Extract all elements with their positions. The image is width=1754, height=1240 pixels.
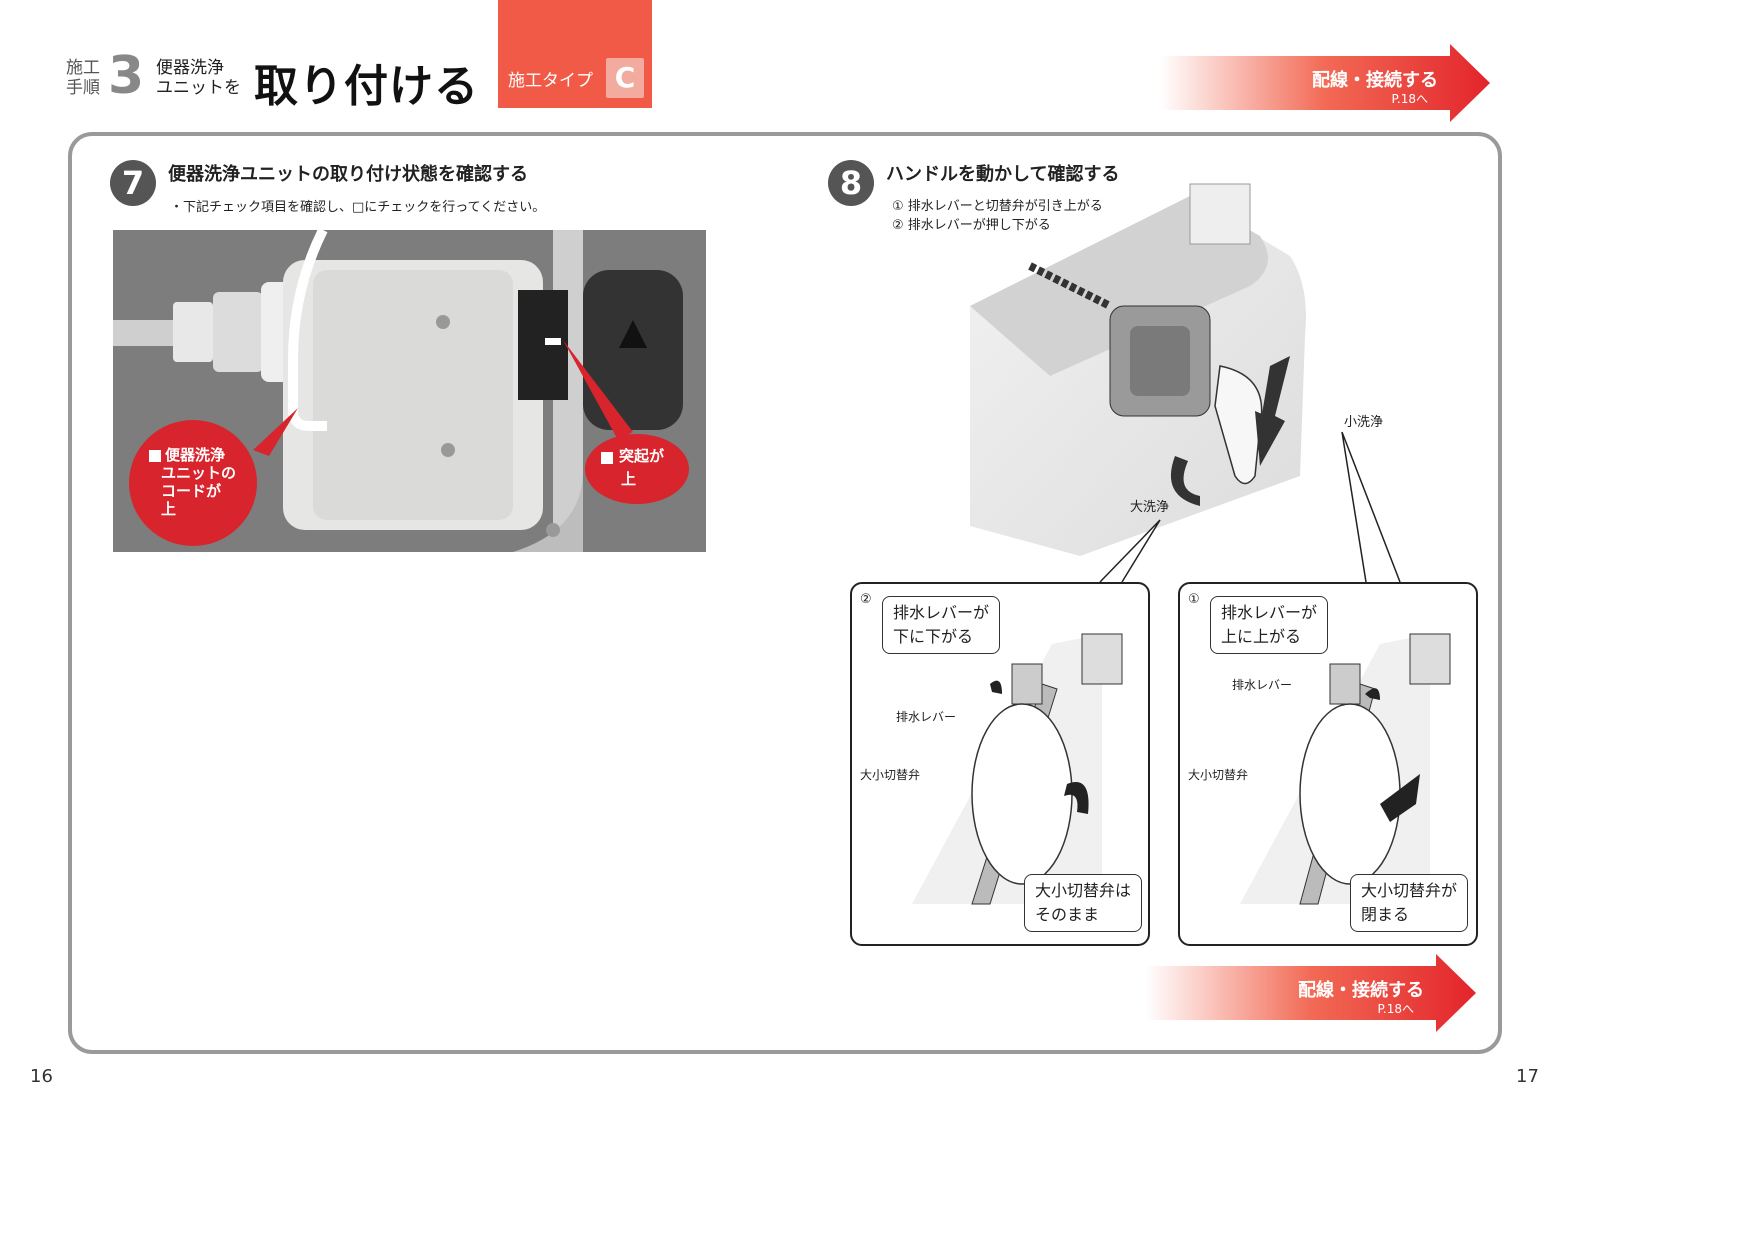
nav-next-bottom[interactable]: 配線・接続する P.18へ [1146, 954, 1476, 1032]
page-number-left: 16 [30, 1066, 53, 1087]
tank-drawing [970, 183, 1306, 556]
detail-small-bubble-top: 排水レバーが 上に上がる [1210, 596, 1329, 654]
construction-type-box: 施工タイプ C [498, 0, 652, 108]
cord-check-text: 便器洗浄 [165, 446, 225, 464]
detail-large-lever-label: 排水レバー [896, 710, 957, 724]
cord-check-checkbox[interactable] [149, 450, 161, 462]
nav-next-page: P.18へ [1391, 92, 1428, 106]
protrusion-check-callout: 突起が 上 [585, 434, 689, 504]
protrusion-check-line1: 突起が [619, 447, 665, 465]
detail-large-bubble-top: 排水レバーが 下に下がる [882, 596, 1001, 654]
cord-check-line2: ユニットの [161, 464, 237, 482]
detail-small-bubble-bottom: 大小切替弁が 閉まる [1350, 874, 1469, 932]
detail-small-bubble-top-line2: 上に上がる [1221, 627, 1302, 646]
small-flush-label: 小洗浄 [1344, 415, 1384, 430]
step-subject-line1: 便器洗浄 [156, 58, 224, 78]
detail-small-valve-label: 大小切替弁 [1188, 768, 1249, 782]
cord-check-line4: 上 [161, 500, 177, 518]
detail-large-drawing [912, 633, 1123, 905]
detail-pointers [1099, 431, 1401, 583]
step7-number: 7 [110, 160, 156, 206]
step-label-line2: 手順 [66, 78, 100, 98]
detail-small-marker: ① [1188, 592, 1200, 607]
protrusion-check-line2: 上 [621, 470, 637, 488]
cord-check-line1: 便器洗浄 [165, 446, 226, 464]
cord-check-line3: コードが [161, 482, 222, 500]
detail-large-flush: ② 排水レバーが 下に下がる 排水レバー 大小切替弁 大小切替弁は そのまま [850, 582, 1150, 946]
unit-photo-illustration [113, 230, 683, 552]
step8-title: ハンドルを動かして確認する [886, 164, 1120, 185]
detail-large-bubble-bottom: 大小切替弁は そのまま [1024, 874, 1143, 932]
detail-small-lever-label: 排水レバー [1232, 678, 1293, 692]
nav-next-label: 配線・接続する [1312, 70, 1438, 91]
nav-next-top[interactable]: 配線・接続する P.18へ [1160, 44, 1490, 122]
detail-small-bubble-bottom-line2: 閉まる [1361, 905, 1410, 924]
step8-number: 8 [828, 160, 874, 206]
step8-note2: ② 排水レバーが押し下がる [892, 218, 1051, 233]
content-frame [68, 132, 1502, 1054]
cord-check-callout: 便器洗浄 ユニットの コードが 上 [129, 420, 257, 546]
unit-photo: 便器洗浄 ユニットの コードが 上 突起が 上 [113, 230, 706, 552]
step7-note: ・下記チェック項目を確認し、□にチェックを行ってください。 [170, 200, 546, 215]
protrusion-check-text: 突起が [619, 446, 664, 466]
large-flush-label: 大洗浄 [1130, 500, 1170, 515]
detail-small-drawing [1240, 633, 1451, 905]
protrusion-check-bubble [585, 434, 689, 504]
step-label: 施工 手順 [66, 58, 106, 98]
detail-large-bubble-top-line2: 下に下がる [893, 627, 974, 646]
step8-note1: ① 排水レバーと切替弁が引き上がる [892, 199, 1103, 214]
step7-title: 便器洗浄ユニットの取り付け状態を確認する [168, 164, 528, 185]
cord-check-bubble [129, 420, 257, 546]
step-subject: 便器洗浄 ユニットを [156, 58, 241, 98]
page-title: 取り付ける [254, 61, 479, 112]
detail-large-marker: ② [860, 592, 872, 607]
detail-large-bubble-bottom-line2: そのまま [1035, 905, 1100, 924]
construction-type-label: 施工タイプ [508, 71, 593, 91]
step-subject-line2: ユニットを [156, 78, 241, 98]
detail-small-bubble-bottom-line1: 大小切替弁が [1361, 881, 1458, 900]
detail-large-bubble-bottom-line1: 大小切替弁は [1035, 881, 1132, 900]
cord-check-text-rest: ユニットの コードが 上 [161, 464, 236, 518]
nav-next-bottom-page: P.18へ [1377, 1002, 1414, 1016]
protrusion-check-checkbox[interactable] [601, 452, 613, 464]
nav-arrow-shape-bottom [1146, 954, 1476, 1032]
detail-small-bubble-top-line1: 排水レバーが [1221, 603, 1318, 622]
detail-large-bubble-top-line1: 排水レバーが [893, 603, 990, 622]
nav-next-bottom-label: 配線・接続する [1298, 980, 1424, 1001]
page-number-right: 17 [1516, 1066, 1539, 1087]
detail-large-valve-label: 大小切替弁 [860, 768, 921, 782]
detail-small-flush: ① 排水レバーが 上に上がる 排水レバー 大小切替弁 大小切替弁が 閉まる [1178, 582, 1478, 946]
construction-type-letter: C [606, 58, 644, 98]
step-number: 3 [108, 46, 145, 106]
step-label-line1: 施工 [66, 58, 100, 78]
tank-illustration [960, 176, 1310, 556]
nav-arrow-shape [1160, 44, 1490, 122]
